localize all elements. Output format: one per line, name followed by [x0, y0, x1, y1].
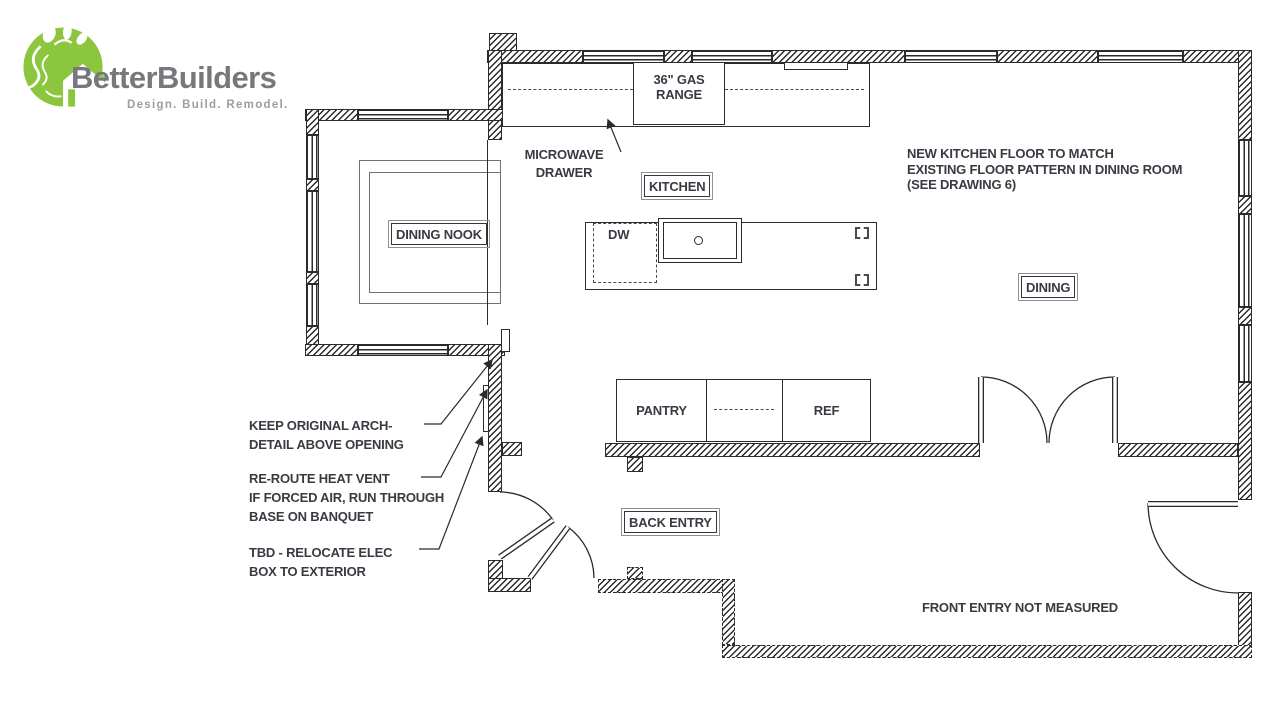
wall-top-segment [772, 50, 905, 63]
wall-nook-bottom [305, 344, 358, 356]
window-nook-top [358, 109, 448, 121]
wall-nook-left [306, 179, 319, 191]
wall-sill [784, 62, 848, 70]
room-label-kitchen: KITCHEN [640, 172, 714, 200]
vent-note: RE-ROUTE HEAT VENT IF FORCED AIR, RUN TH… [249, 469, 444, 526]
wall-dining-bottom [1118, 443, 1238, 457]
wall-right-segment [1238, 196, 1252, 214]
wall-top-segment [664, 50, 692, 63]
banquette-inner [369, 172, 501, 293]
mid-cabinet [706, 379, 783, 442]
pantry-label: PANTRY [636, 403, 687, 418]
window-right [1238, 325, 1252, 382]
front-door-arc [1147, 502, 1239, 594]
window-top [692, 50, 772, 63]
french-door-left-arc [980, 376, 1048, 444]
wall-right-segment [1238, 307, 1252, 325]
arch-note-line1: KEEP ORIGINAL ARCH- [249, 418, 393, 433]
window-top [1098, 50, 1183, 63]
heat-vent [483, 385, 489, 432]
room-label-dining: DINING [1017, 273, 1079, 301]
front-entry-note: FRONT ENTRY NOT MEASURED [922, 600, 1118, 615]
wall-backentry-corner-h [488, 578, 531, 592]
wall-kitchen-left [488, 50, 502, 140]
wall-right-segment [1238, 382, 1252, 500]
range-label: 36" GAS RANGE [633, 72, 725, 102]
window-top [583, 50, 664, 63]
room-label-dining-nook: DINING NOOK [388, 220, 490, 248]
room-label-back-entry: BACK ENTRY [621, 508, 720, 536]
brand-tagline: Design. Build. Remodel. [127, 99, 289, 111]
gas-range [633, 62, 725, 125]
wall-nook-left [306, 272, 319, 284]
wall-pantry [605, 443, 980, 457]
backentry-door1-arc [499, 491, 554, 521]
backentry-door2-arc [567, 526, 595, 579]
wall-top-segment [997, 50, 1098, 63]
betterbuilders-logo-icon [23, 24, 106, 109]
wall-backentry-bottom-stub [627, 567, 643, 579]
floor-note-line3: (SEE DRAWING 6) [907, 177, 1016, 192]
arch-note-leader [424, 358, 493, 425]
microwave-note: MICROWAVE DRAWER [508, 146, 620, 182]
counter-dashed-line [725, 89, 864, 90]
mid-cabinet-dash [714, 409, 774, 410]
vent-note-line2: IF FORCED AIR, RUN THROUGH [249, 490, 445, 505]
wall-frontentry-left [722, 579, 735, 645]
french-door-right-arc [1048, 376, 1116, 444]
pantry-cabinet [616, 379, 707, 442]
sink-inner [663, 222, 737, 259]
wall-below-nook [488, 344, 502, 492]
vent-note-leader [421, 388, 488, 478]
microwave-note-line2: DRAWER [535, 165, 593, 180]
floor-note-line1: NEW KITCHEN FLOOR TO MATCH [907, 146, 1114, 161]
ref-label: REF [813, 403, 840, 418]
wall-pantry-stub [627, 457, 643, 472]
refrigerator [782, 379, 871, 442]
wall-backentry-bottom [598, 579, 735, 593]
sink-drain [694, 236, 703, 245]
counter-dashed-line [508, 89, 633, 90]
microwave-note-line1: MICROWAVE [524, 147, 604, 162]
window-right [1238, 140, 1252, 196]
elec-box [501, 329, 510, 352]
vent-note-line1: RE-ROUTE HEAT VENT [249, 471, 390, 486]
window-nook-left [306, 191, 319, 272]
wall-right-segment [1238, 50, 1252, 140]
wall-stub-right [502, 442, 522, 456]
wall-nook-top [448, 109, 505, 121]
dishwasher-label: DW [608, 227, 630, 242]
wall-right-segment [1238, 592, 1252, 658]
range-label-line2: RANGE [656, 87, 702, 102]
elec-note-line1: TBD - RELOCATE ELEC [249, 545, 393, 560]
wall-top-segment [487, 50, 583, 63]
vent-note-line3: BASE ON BANQUET [249, 509, 374, 524]
elec-note-line2: BOX TO EXTERIOR [249, 564, 366, 579]
island-corner-mark [855, 227, 869, 239]
range-label-line1: 36" GAS [653, 72, 705, 87]
wall-frontentry-bottom [722, 645, 1252, 658]
wall-top-segment [1183, 50, 1252, 63]
wall-nook-left [306, 109, 319, 135]
window-nook-left [306, 135, 319, 179]
floor-note-line2: EXISTING FLOOR PATTERN IN DINING ROOM [907, 161, 1183, 177]
island-corner-mark [855, 274, 869, 286]
window-top [905, 50, 997, 63]
window-right [1238, 214, 1252, 307]
window-nook-left [306, 284, 319, 326]
floor-note: NEW KITCHEN FLOOR TO MATCH EXISTING FLOO… [907, 146, 1182, 193]
elec-note: TBD - RELOCATE ELEC BOX TO EXTERIOR [249, 543, 392, 581]
arch-opening-line [487, 140, 489, 325]
arch-note-line2: DETAIL ABOVE OPENING [249, 437, 404, 452]
wall-stub-top-corner [489, 33, 517, 51]
brand-wordmark: BetterBuilders [71, 60, 277, 95]
window-nook-bottom [358, 344, 448, 356]
arch-note: KEEP ORIGINAL ARCH- DETAIL ABOVE OPENING [249, 416, 404, 454]
dishwasher [593, 223, 657, 283]
